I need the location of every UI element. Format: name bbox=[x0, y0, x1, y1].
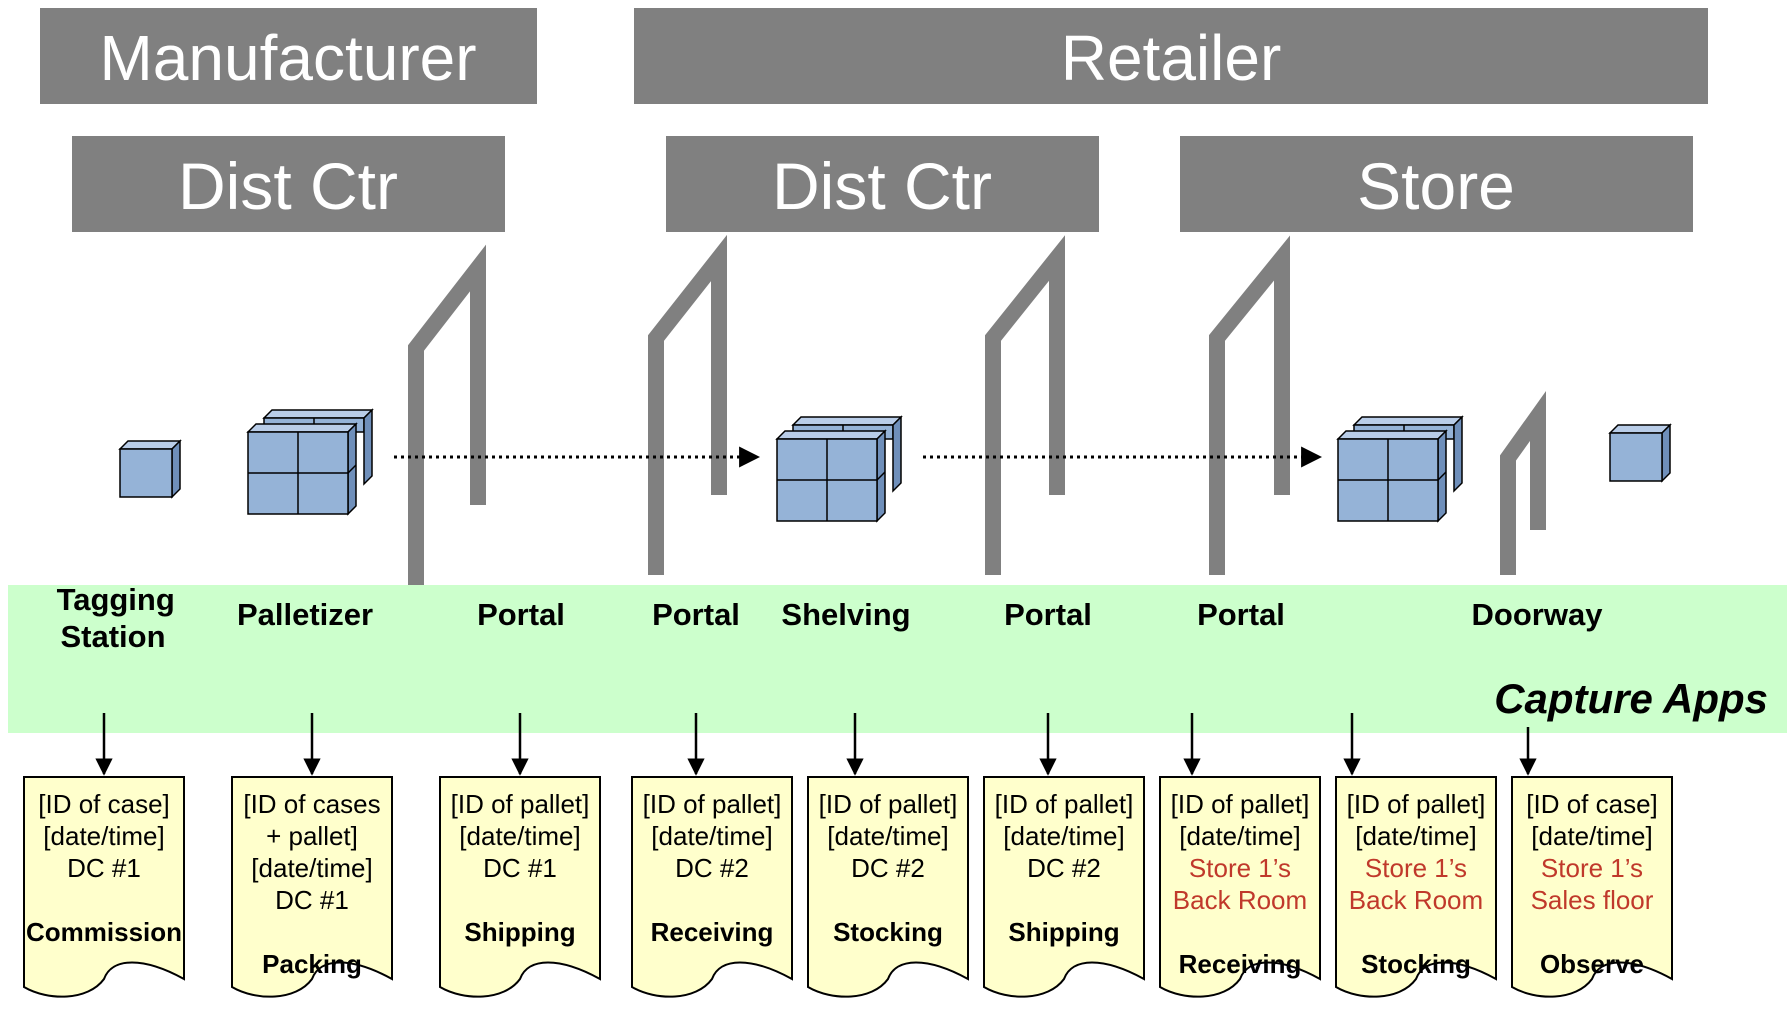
portal-gate-1 bbox=[408, 244, 486, 585]
document-location-highlight: Store 1’s bbox=[1541, 853, 1643, 883]
event-documents: [ID of case][date/time]DC #1Commission[I… bbox=[23, 776, 1673, 998]
document-field: [date/time] bbox=[827, 821, 948, 851]
document-action: Receiving bbox=[651, 917, 774, 947]
stage-label-shelving: Shelving bbox=[781, 597, 910, 632]
document-shape bbox=[1511, 776, 1673, 998]
ret-dist-ctr-header: Dist Ctr bbox=[772, 149, 992, 223]
mfr-dist-ctr-header-bg bbox=[72, 136, 505, 232]
document-shape bbox=[631, 776, 793, 998]
document-location-highlight: Back Room bbox=[1349, 885, 1483, 915]
capture-arrows bbox=[95, 713, 1537, 776]
document-field: [ID of pallet] bbox=[643, 789, 782, 819]
manufacturer-header-bg bbox=[40, 8, 537, 104]
doorway-gate bbox=[1500, 391, 1546, 575]
retailer-header: Retailer bbox=[1061, 22, 1282, 94]
document-field: [ID of pallet] bbox=[1171, 789, 1310, 819]
document-field: [date/time] bbox=[1531, 821, 1652, 851]
document-action: Stocking bbox=[833, 917, 943, 947]
document-location-highlight: Store 1’s bbox=[1189, 853, 1291, 883]
event-document: [ID of pallet][date/time]DC #1 Shipping bbox=[439, 776, 601, 998]
stage-label-portal-3: Portal bbox=[1004, 597, 1092, 632]
pallet-icon-palletizer bbox=[247, 409, 373, 515]
store-header-bg bbox=[1180, 136, 1693, 232]
document-location-highlight: Back Room bbox=[1173, 885, 1307, 915]
stage-label-line: Station bbox=[60, 619, 165, 654]
document-field: [ID of pallet] bbox=[451, 789, 590, 819]
retailer-header-bg bbox=[634, 8, 1708, 104]
document-field: [ID of pallet] bbox=[1347, 789, 1486, 819]
stage-label-doorway: Doorway bbox=[1472, 597, 1604, 632]
document-field: DC #2 bbox=[1027, 853, 1101, 883]
stage-label-tagging-station: Tagging Station bbox=[57, 582, 184, 654]
stage-label-portal-2: Portal bbox=[652, 597, 740, 632]
document-shape bbox=[1335, 776, 1497, 998]
capture-band bbox=[8, 585, 1787, 733]
event-document: [ID of pallet][date/time]DC #2 Shipping bbox=[983, 776, 1145, 998]
document-shape bbox=[23, 776, 185, 998]
stage-labels: Tagging Station Palletizer Portal Portal… bbox=[57, 582, 1604, 654]
document-field: [date/time] bbox=[1003, 821, 1124, 851]
document-field: [ID of case] bbox=[38, 789, 170, 819]
document-field: DC #2 bbox=[675, 853, 749, 883]
document-field: DC #1 bbox=[275, 885, 349, 915]
document-action: Stocking bbox=[1361, 949, 1471, 979]
document-field: [date/time] bbox=[1355, 821, 1476, 851]
document-action: Shipping bbox=[464, 917, 575, 947]
mfr-dist-ctr-header: Dist Ctr bbox=[178, 149, 398, 223]
document-action: Shipping bbox=[1008, 917, 1119, 947]
portal-gate-3 bbox=[985, 235, 1065, 575]
manufacturer-header: Manufacturer bbox=[99, 22, 476, 94]
event-document: [ID of pallet][date/time]DC #2 Receiving bbox=[631, 776, 793, 998]
capture-apps-label: Capture Apps bbox=[1494, 675, 1768, 722]
document-field: DC #2 bbox=[851, 853, 925, 883]
document-field: [ID of case] bbox=[1526, 789, 1658, 819]
document-field: [date/time] bbox=[43, 821, 164, 851]
document-shape bbox=[1159, 776, 1321, 998]
document-shape bbox=[983, 776, 1145, 998]
case-icon-tagging bbox=[119, 440, 181, 498]
document-shape bbox=[807, 776, 969, 998]
document-field: DC #1 bbox=[483, 853, 557, 883]
case-icon-sales-floor bbox=[1609, 424, 1671, 482]
stage-label-portal-1: Portal bbox=[477, 597, 565, 632]
document-field: [ID of pallet] bbox=[819, 789, 958, 819]
document-action: Observe bbox=[1540, 949, 1644, 979]
document-shape bbox=[439, 776, 601, 998]
document-action: Commission bbox=[26, 917, 182, 947]
document-action: Packing bbox=[262, 949, 362, 979]
store-header: Store bbox=[1357, 149, 1515, 223]
document-location-highlight: Store 1’s bbox=[1365, 853, 1467, 883]
event-document: [ID of cases+ pallet][date/time]DC #1 Pac… bbox=[231, 776, 393, 998]
portal-gate-2 bbox=[648, 234, 727, 575]
pallet-icon-store bbox=[1337, 416, 1463, 522]
event-document: [ID of case][date/time]DC #1 Commission bbox=[23, 776, 185, 998]
stage-label-line: Tagging bbox=[57, 582, 175, 617]
document-field: + pallet] bbox=[266, 821, 358, 851]
event-document: [ID of pallet][date/time]DC #2 Stocking bbox=[807, 776, 969, 998]
ret-dist-ctr-header-bg bbox=[666, 136, 1099, 232]
document-field: [ID of cases bbox=[243, 789, 380, 819]
document-location-highlight: Sales floor bbox=[1531, 885, 1654, 915]
document-field: [ID of pallet] bbox=[995, 789, 1134, 819]
stage-label-palletizer: Palletizer bbox=[237, 597, 373, 632]
pallet-icon-shelving bbox=[776, 416, 902, 522]
document-field: [date/time] bbox=[251, 853, 372, 883]
document-field: DC #1 bbox=[67, 853, 141, 883]
document-shape bbox=[231, 776, 393, 998]
document-field: [date/time] bbox=[651, 821, 772, 851]
document-field: [date/time] bbox=[1179, 821, 1300, 851]
document-field: [date/time] bbox=[459, 821, 580, 851]
stage-label-portal-4: Portal bbox=[1197, 597, 1285, 632]
portal-gate-4 bbox=[1209, 235, 1290, 575]
document-action: Receiving bbox=[1179, 949, 1302, 979]
